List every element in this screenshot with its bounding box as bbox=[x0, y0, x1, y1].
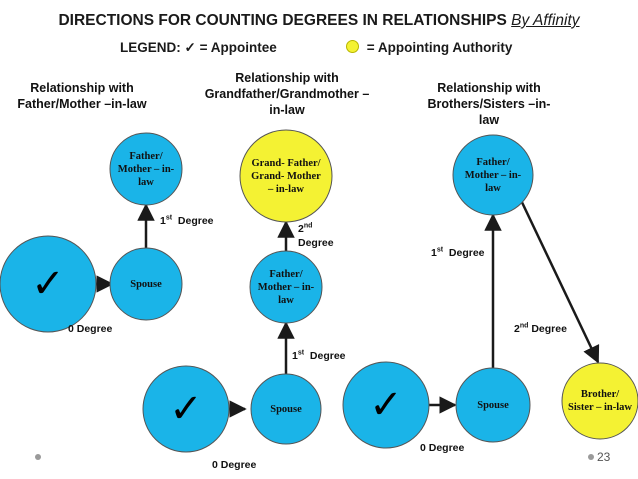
header-grandparents: Relationship with Grandfather/Grandmothe… bbox=[204, 71, 370, 117]
node-sib-bs bbox=[561, 362, 638, 440]
node-sib-spouse bbox=[455, 367, 531, 443]
node-parent-check bbox=[0, 235, 97, 333]
title-emphasis: By Affinity bbox=[511, 12, 580, 29]
node-parent-fm bbox=[109, 132, 183, 206]
page-title: DIRECTIONS FOR COUNTING DEGREES IN RELAT… bbox=[0, 12, 638, 30]
degree-sib-1: 1st Degree bbox=[431, 246, 485, 260]
degree-parent-1: 1st Degree bbox=[160, 214, 214, 228]
degree-grand-1: 1st Degree bbox=[292, 349, 346, 363]
degree-sib-2: 2nd Degree bbox=[514, 322, 567, 336]
node-grand-spouse bbox=[250, 373, 322, 445]
header-siblings: Relationship with Brothers/Sisters –in-l… bbox=[427, 81, 551, 127]
page-number: 23 bbox=[597, 450, 611, 464]
slide-bullet-right-icon bbox=[588, 454, 594, 460]
legend-authority: = Appointing Authority bbox=[346, 40, 512, 55]
legend-appointee-label: = Appointee bbox=[199, 40, 277, 55]
node-grand-gfgm bbox=[239, 129, 333, 223]
degree-grand-0: 0 Degree bbox=[212, 459, 257, 471]
node-parent-spouse bbox=[109, 247, 183, 321]
degree-sib-0: 0 Degree bbox=[420, 442, 465, 454]
node-grand-check bbox=[142, 365, 230, 453]
legend-authority-dot-icon bbox=[346, 40, 359, 53]
slide-bullet-left-icon bbox=[35, 454, 41, 460]
node-sib-fm bbox=[452, 134, 534, 216]
legend-check-icon: ✓ bbox=[184, 40, 196, 55]
node-sib-check bbox=[342, 361, 430, 449]
legend-authority-label: = Appointing Authority bbox=[366, 40, 513, 55]
node-grand-fm bbox=[249, 250, 323, 324]
edge-sib-fm-bs bbox=[517, 195, 600, 364]
title-main: DIRECTIONS FOR COUNTING DEGREES IN RELAT… bbox=[58, 12, 507, 29]
legend-prefix: LEGEND: bbox=[120, 40, 181, 55]
header-parents: Relationship with Father/Mother –in-law bbox=[17, 81, 147, 111]
degree-parent-0: 0 Degree bbox=[68, 323, 113, 335]
legend: LEGEND: ✓ = Appointee bbox=[120, 40, 277, 56]
